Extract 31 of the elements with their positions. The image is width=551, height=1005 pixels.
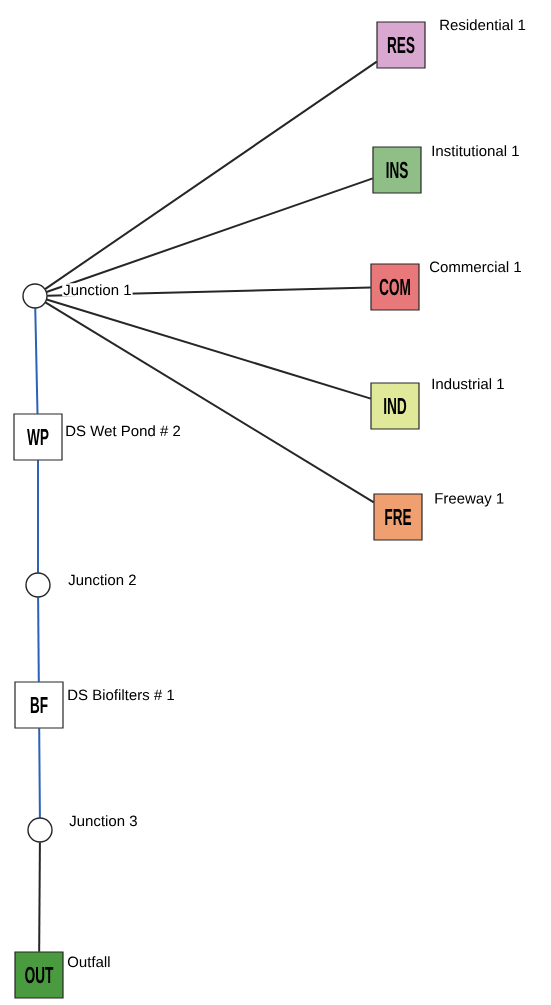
station-box: OUT (14, 951, 64, 999)
pipe-line (44, 60, 378, 291)
station-box: FRE (373, 493, 423, 541)
station-box: RES (376, 21, 426, 69)
station-box: BF (14, 681, 64, 729)
station-label: Freeway 1 (435, 493, 504, 507)
station-label: Residential 1 (440, 19, 526, 31)
station-label: Institutional 1 (432, 145, 519, 157)
pipe-line (44, 301, 375, 504)
station-box: WP (13, 413, 63, 461)
pipe-line (38, 841, 41, 953)
pipe-line (38, 727, 41, 819)
station-box: INS (372, 146, 422, 194)
station-label: Industrial 1 (432, 378, 504, 390)
junction-label: Junction 1 (62, 283, 133, 297)
pipe-line (34, 307, 39, 415)
station-label: DS Wet Pond # 2 (66, 425, 181, 437)
station-box: IND (370, 382, 420, 430)
pipe-line (45, 177, 374, 293)
junction-circle (25, 572, 51, 598)
pipe-line (45, 298, 372, 400)
station-label: DS Biofilters # 1 (68, 689, 174, 701)
pipe-line (37, 459, 39, 574)
junction-circle (27, 817, 53, 843)
junction-label: Junction 3 (68, 814, 139, 828)
junction-label: Junction 2 (67, 573, 138, 587)
station-label: Commercial 1 (429, 261, 521, 273)
station-label: Outfall (67, 956, 110, 968)
junction-circle (22, 283, 48, 309)
station-box: COM (370, 263, 420, 311)
pipe-line (37, 596, 40, 683)
